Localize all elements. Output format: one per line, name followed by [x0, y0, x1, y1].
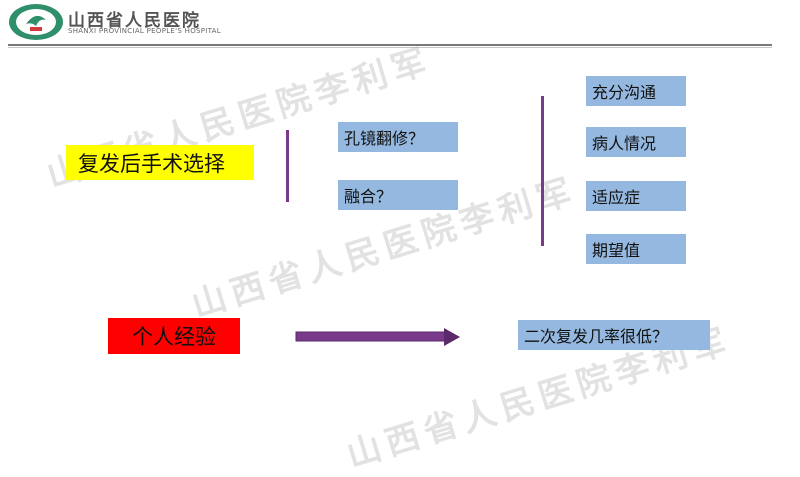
header-divider	[8, 44, 772, 46]
header-divider-light	[8, 47, 772, 48]
main-choice-box: 复发后手术选择	[66, 145, 254, 180]
option-bracket	[286, 130, 289, 202]
option-box-fenestration-revision: 孔镜翻修？	[338, 122, 458, 152]
arrow-connector	[295, 328, 460, 346]
hospital-name-english: SHANXI PROVINCIAL PEOPLE'S HOSPITAL	[68, 27, 221, 35]
consideration-box-expectation: 期望值	[586, 234, 686, 264]
experience-box: 个人经验	[108, 318, 240, 354]
hospital-emblem-icon	[9, 4, 63, 40]
consideration-box-communication: 充分沟通	[586, 76, 686, 106]
hospital-name: 山西省人民医院	[68, 11, 201, 31]
hospital-logo	[6, 2, 66, 42]
result-box: 二次复发几率很低？	[518, 320, 710, 350]
consideration-box-indication: 适应症	[586, 181, 686, 211]
consideration-box-patient-condition: 病人情况	[586, 127, 686, 157]
option-box-fusion: 融合？	[338, 180, 458, 210]
consideration-bracket	[541, 96, 544, 246]
